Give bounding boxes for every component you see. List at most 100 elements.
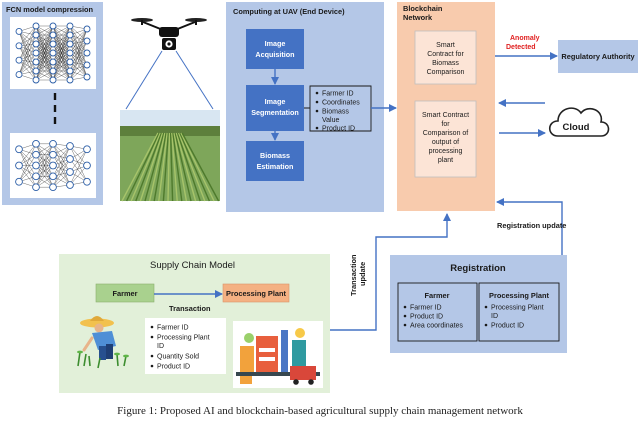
step-segmentation-line1: Image (265, 97, 286, 106)
crop-row (148, 132, 166, 202)
uav-data-list: Farmer ID Coordinates Biomass Value Prod… (315, 91, 360, 133)
drone-icon (131, 18, 207, 50)
contract1-line1: Smart (436, 42, 455, 49)
uav-data-product-id: Product ID (322, 126, 355, 133)
network-edge (18, 60, 37, 81)
network-node (32, 58, 40, 66)
network-node (66, 31, 74, 39)
network-edge (69, 25, 88, 42)
network-node (15, 42, 23, 50)
network-edge (18, 61, 37, 75)
arrow-registration-update (496, 198, 563, 255)
network-edge (69, 165, 88, 186)
network-edge (18, 34, 37, 61)
network-edge (69, 52, 88, 78)
network-node (49, 58, 57, 66)
network-edge (18, 25, 37, 61)
network-node (83, 161, 91, 170)
tx-product-id: Product ID (157, 364, 190, 371)
crop-row (169, 132, 174, 202)
network-edge (52, 145, 71, 166)
network-node (49, 76, 57, 84)
network-edge (35, 61, 54, 81)
step-segmentation-line2: Segmentation (251, 108, 299, 117)
processing-plant-label: Processing Plant (226, 289, 287, 298)
reg-processing-plant: Processing Plant (491, 305, 544, 312)
crop-row (178, 132, 206, 202)
registration-plant-title: Processing Plant (489, 291, 550, 300)
network-node (66, 76, 74, 84)
network-edge (35, 154, 54, 188)
network-edge (52, 25, 71, 45)
uav-panel: Computing at UAV (End Device) Image Acqu… (226, 2, 397, 212)
network-node (32, 67, 40, 75)
registration-farmer-title: Farmer (424, 291, 449, 300)
cloud-icon (548, 107, 610, 137)
registration-plant-box (478, 282, 560, 342)
network-edge (69, 40, 88, 81)
network-node (32, 161, 40, 170)
figure-caption: Figure 1: Proposed AI and blockchain-bas… (117, 405, 523, 417)
network-edge (52, 158, 71, 188)
tx-processing-plant: Processing Plant (157, 335, 210, 342)
crop-row (121, 132, 159, 202)
network-edge (18, 52, 37, 75)
network-edge (69, 28, 88, 63)
network-node (32, 49, 40, 57)
network-node (32, 40, 40, 48)
crop-row (174, 132, 192, 202)
network-edge (69, 28, 88, 54)
crop-row (130, 132, 161, 202)
network-edge (69, 40, 88, 63)
farmer-box (95, 283, 155, 303)
network-edge (69, 25, 88, 54)
registration-update-label: Registration update (497, 221, 566, 230)
network-node (49, 49, 57, 57)
crop-row (144, 132, 165, 202)
drone-view-line-left (125, 50, 163, 110)
network-edge (52, 143, 71, 186)
crop-row (125, 132, 160, 202)
reg-processing-plant-id: ID (491, 313, 498, 320)
crop-row (175, 132, 197, 202)
step-estimation-line2: Estimation (257, 162, 294, 171)
network-edge (35, 143, 54, 188)
network-edge (52, 154, 71, 186)
network-edge (18, 43, 37, 75)
reg-farmer-id: Farmer ID (410, 305, 442, 312)
network-edge (18, 34, 37, 75)
network-node (49, 40, 57, 48)
fcn-title: FCN model compression (6, 5, 94, 14)
supply-chain-panel: Supply Chain Model Farmer Transaction Pr… (59, 254, 330, 393)
network-edge (52, 143, 71, 173)
network-node (32, 183, 40, 192)
contract2-line5: processing (429, 148, 463, 155)
network-node (15, 177, 23, 186)
arrow-transaction-update (330, 213, 451, 331)
blockchain-title-line2: Network (403, 13, 433, 22)
smart-contract-biomass (414, 30, 477, 85)
network-edge (69, 34, 88, 54)
network-edge (35, 143, 54, 166)
network-edge (18, 45, 37, 81)
network-edge (18, 165, 37, 182)
network-edge (52, 165, 71, 186)
network-node (32, 76, 40, 84)
network-edge (35, 25, 54, 63)
network-edge (69, 149, 88, 173)
registration-title: Registration (450, 263, 506, 274)
network-node (49, 172, 57, 181)
network-edge (69, 40, 88, 54)
contract1-line2: Contract for (427, 51, 464, 58)
contract2-line2: for (441, 121, 450, 128)
step-image-segmentation (246, 85, 304, 131)
transaction-details-box (145, 318, 226, 374)
network-node (32, 139, 40, 148)
network-node (83, 177, 91, 186)
crop-row (158, 132, 168, 202)
transaction-label: Transaction (169, 304, 211, 313)
reg-product-id: Product ID (410, 314, 443, 321)
network-edge (69, 149, 88, 186)
network-node (32, 172, 40, 181)
registration-farmer-box (397, 282, 478, 342)
